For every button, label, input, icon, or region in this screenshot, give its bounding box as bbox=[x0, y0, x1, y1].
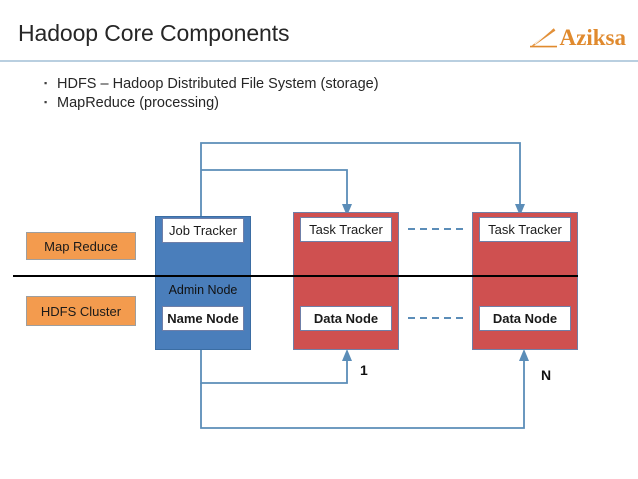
arrowhead-up-worker-n bbox=[519, 349, 529, 361]
bullet-list: ▪ HDFS – Hadoop Distributed File System … bbox=[44, 76, 564, 114]
bullet-square-icon: ▪ bbox=[44, 97, 48, 107]
admin-node-caption: Admin Node bbox=[168, 283, 238, 297]
task-tracker-1-label[interactable]: Task Tracker bbox=[300, 217, 392, 242]
worker-1-count-label: 1 bbox=[360, 362, 368, 378]
layer-divider-line bbox=[13, 275, 578, 277]
page-title: Hadoop Core Components bbox=[18, 20, 290, 46]
tag-map-reduce[interactable]: Map Reduce bbox=[26, 232, 136, 260]
worker-n-count-label: N bbox=[541, 367, 552, 383]
header-divider bbox=[0, 60, 638, 62]
list-item-label: HDFS – Hadoop Distributed File System (s… bbox=[57, 76, 379, 92]
connector-worker-1-to-admin-bottom bbox=[200, 350, 348, 384]
tag-hdfs-cluster[interactable]: HDFS Cluster bbox=[26, 296, 136, 326]
name-node-label[interactable]: Name Node bbox=[162, 306, 244, 331]
connector-admin-to-worker-1-top bbox=[201, 169, 348, 205]
data-node-1-label[interactable]: Data Node bbox=[300, 306, 392, 331]
list-item: ▪ MapReduce (processing) bbox=[44, 95, 564, 111]
arrowhead-up-worker-1 bbox=[342, 349, 352, 361]
job-tracker-label[interactable]: Job Tracker bbox=[162, 218, 244, 243]
list-item: ▪ HDFS – Hadoop Distributed File System … bbox=[44, 76, 564, 92]
list-item-label: MapReduce (processing) bbox=[57, 95, 219, 111]
fan-rays-icon bbox=[529, 28, 557, 48]
connector-admin-to-worker-n-top bbox=[200, 142, 521, 216]
task-tracker-n-label[interactable]: Task Tracker bbox=[479, 217, 571, 242]
brand-name: Aziksa bbox=[559, 24, 626, 50]
brand-logo: Aziksa bbox=[529, 23, 626, 51]
data-node-n-label[interactable]: Data Node bbox=[479, 306, 571, 331]
bullet-square-icon: ▪ bbox=[44, 78, 48, 88]
